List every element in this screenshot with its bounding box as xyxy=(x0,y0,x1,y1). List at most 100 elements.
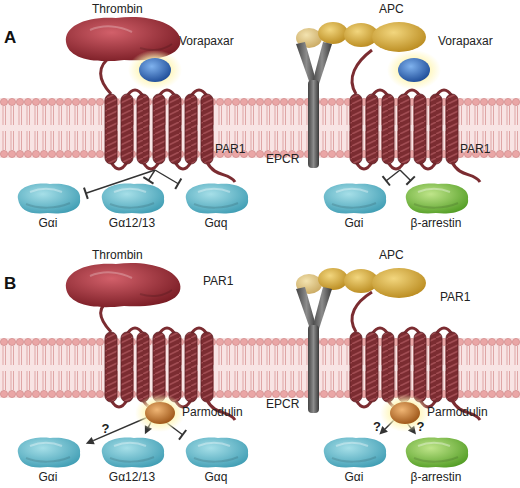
shape-part xyxy=(105,94,117,164)
activation-connector xyxy=(379,414,400,435)
shape-part xyxy=(18,438,80,468)
panel-letter: A xyxy=(4,28,16,48)
shape-part xyxy=(452,162,480,182)
shape-part xyxy=(414,332,426,402)
shape-part xyxy=(30,189,62,192)
edge-label: ? xyxy=(373,419,381,434)
shape-part xyxy=(308,325,319,413)
node-label: Gαq xyxy=(180,216,252,230)
connector-line xyxy=(400,170,411,181)
shape-part xyxy=(366,332,378,402)
node-label: EPCR xyxy=(266,152,299,166)
shape-part xyxy=(114,189,146,192)
shape-part xyxy=(318,268,348,290)
inhibition-bar xyxy=(383,176,390,185)
shape-part xyxy=(372,268,426,298)
arrestin-protein: β-arrestin xyxy=(400,436,472,484)
shape-part xyxy=(387,50,441,90)
apc-protein xyxy=(295,250,430,300)
node-label: β-arrestin xyxy=(400,470,472,484)
edge-label: ? xyxy=(102,421,110,436)
node-label: Gαq xyxy=(180,470,252,484)
shape-part xyxy=(414,457,458,462)
modulator-molecule: Parmodulin xyxy=(140,393,250,433)
connector-line xyxy=(93,414,155,441)
shape-part xyxy=(312,287,332,329)
shape-part xyxy=(201,332,213,402)
shape-part xyxy=(185,332,197,402)
shape-part xyxy=(169,332,181,402)
shape-part xyxy=(382,332,394,402)
shape-part xyxy=(186,438,248,468)
shape-part xyxy=(128,50,182,90)
receptor-helices xyxy=(95,86,245,170)
node-label: Thrombin xyxy=(92,2,143,16)
node-label: EPCR xyxy=(266,397,299,411)
shape-part xyxy=(446,94,458,164)
receptor-helices: PAR1 xyxy=(95,272,245,414)
antagonist-molecule: Vorapaxar xyxy=(392,32,507,88)
shape-part xyxy=(110,203,154,208)
shape-part xyxy=(90,26,132,32)
shape-part xyxy=(390,402,420,424)
shape-part xyxy=(90,272,132,278)
shape-part xyxy=(198,189,230,192)
shape-part xyxy=(169,94,181,164)
node-label: Gαi xyxy=(318,470,390,484)
shape-part xyxy=(26,203,70,208)
shape-part xyxy=(140,290,172,296)
shape-part xyxy=(350,94,362,164)
shape-part xyxy=(414,94,426,164)
shape-part xyxy=(318,22,348,44)
node-label: APC xyxy=(379,248,404,262)
panel-letter: B xyxy=(4,274,16,294)
node-label: PAR1 xyxy=(440,290,470,304)
shape-part xyxy=(194,457,238,462)
g-protein: Gαq xyxy=(180,182,252,230)
shape-part xyxy=(26,457,70,462)
node-label: Gαi xyxy=(12,470,84,484)
connector-line xyxy=(155,414,183,435)
inhibition-connector xyxy=(155,170,181,189)
shape-part xyxy=(198,443,230,446)
activation-connector xyxy=(400,414,416,434)
node-label: Vorapaxar xyxy=(438,34,493,48)
shape-part xyxy=(430,94,442,164)
shape-part xyxy=(406,184,468,214)
shape-part xyxy=(332,457,376,462)
coreceptor xyxy=(262,40,337,170)
g-protein: Gαi xyxy=(318,182,390,230)
coreceptor xyxy=(262,285,337,415)
shape-part xyxy=(430,332,442,402)
g-protein: Gαq xyxy=(180,436,252,484)
node-label: Vorapaxar xyxy=(179,34,234,48)
receptor-helices xyxy=(95,272,245,414)
apc-protein: APC xyxy=(295,250,430,300)
connector-line xyxy=(400,414,411,428)
n-terminus xyxy=(352,50,372,94)
shape-part xyxy=(121,332,133,402)
shape-part xyxy=(140,44,172,50)
shape-part xyxy=(398,58,430,82)
arrow-head xyxy=(408,426,416,435)
connector-line xyxy=(155,170,178,184)
shape-part xyxy=(18,184,80,214)
shape-part xyxy=(406,438,468,468)
inhibition-connector xyxy=(84,170,155,199)
node-label: PAR1 xyxy=(203,274,233,288)
shape-part xyxy=(153,94,165,164)
shape-part xyxy=(137,94,149,164)
arrow-head xyxy=(145,425,152,434)
shape-part xyxy=(350,332,362,402)
shape-part xyxy=(137,332,149,402)
shape-part xyxy=(139,58,171,82)
connector-line xyxy=(148,414,155,427)
arrestin-protein: β-arrestin xyxy=(400,182,472,230)
shape-part xyxy=(324,184,386,214)
shape-part xyxy=(121,94,133,164)
inhibition-connector xyxy=(155,414,186,440)
shape-part xyxy=(312,42,332,84)
shape-part xyxy=(102,184,164,214)
shape-part xyxy=(332,203,376,208)
